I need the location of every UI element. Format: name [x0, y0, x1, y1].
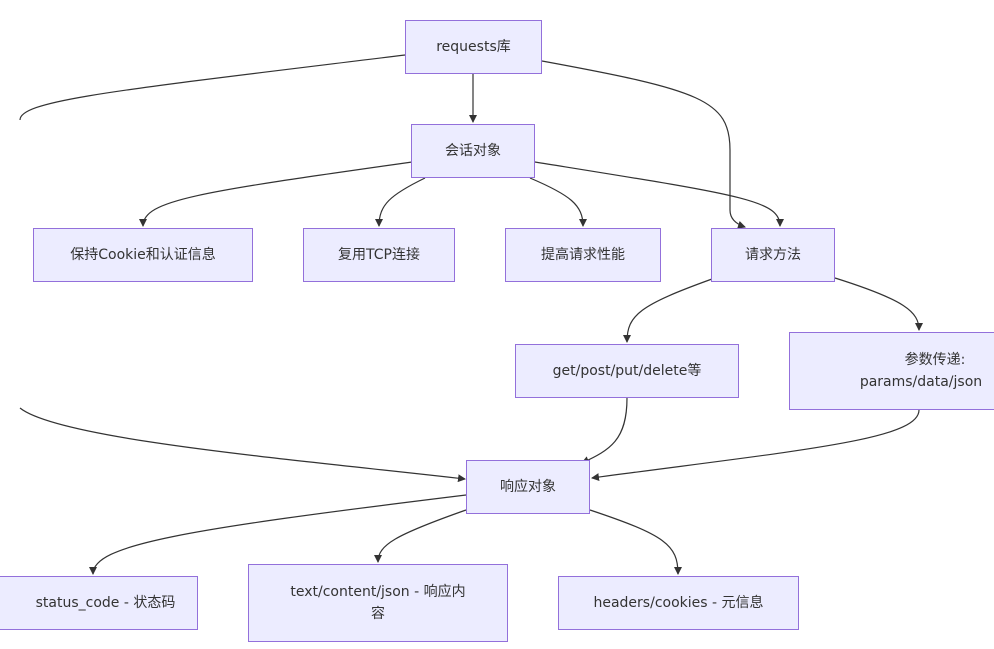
edge-requests-methods — [541, 60, 746, 229]
node-reuse-tcp-label: 复用TCP连接 — [338, 247, 420, 263]
edge-params-response — [591, 409, 920, 482]
node-text-content-label-line1: text/content/json - 响应内 — [290, 584, 466, 600]
node-perf-label: 提高请求性能 — [541, 247, 625, 263]
edge-requests-response-lower — [19, 407, 466, 483]
node-params-label-line2: params/data/json — [859, 374, 983, 390]
node-reuse-tcp: 复用TCP连接 — [303, 228, 455, 282]
node-requests: requests库 — [405, 20, 542, 74]
node-headers-label: headers/cookies - 元信息 — [593, 595, 764, 611]
node-status-code: status_code - 状态码 — [0, 576, 198, 630]
node-perf: 提高请求性能 — [505, 228, 661, 282]
edge-response-headers — [589, 509, 682, 575]
node-status-code-label: status_code - 状态码 — [35, 595, 176, 611]
node-methods-label: 请求方法 — [745, 247, 801, 263]
node-params: 参数传递: params/data/json — [789, 332, 994, 410]
node-text-content-label-line2: 容 — [371, 606, 385, 622]
node-params-label-line1: 参数传递: — [904, 352, 966, 368]
node-response: 响应对象 — [466, 460, 590, 514]
node-get-post-label: get/post/put/delete等 — [552, 363, 702, 379]
node-get-post: get/post/put/delete等 — [515, 344, 739, 398]
node-methods: 请求方法 — [711, 228, 835, 282]
edge-requests-response — [19, 54, 406, 121]
edge-methods-get-post — [623, 278, 713, 343]
edge-response-status — [89, 494, 467, 575]
node-headers: headers/cookies - 元信息 — [558, 576, 799, 630]
edge-response-text — [374, 509, 467, 563]
edge-methods-params — [834, 277, 923, 331]
node-text-content: text/content/json - 响应内 容 — [248, 564, 508, 642]
node-session-label: 会话对象 — [445, 143, 501, 159]
node-session: 会话对象 — [411, 124, 535, 178]
node-keep-cookie-label: 保持Cookie和认证信息 — [70, 247, 216, 263]
node-requests-label: requests库 — [436, 39, 511, 55]
edge-session-methods — [534, 161, 784, 227]
edge-session-keep-cookie — [139, 161, 413, 227]
edge-session-reuse-tcp — [375, 177, 426, 227]
node-response-label: 响应对象 — [500, 479, 556, 495]
node-keep-cookie: 保持Cookie和认证信息 — [33, 228, 253, 282]
edge-session-perf — [529, 177, 587, 227]
edge-get-post-response — [581, 397, 628, 464]
